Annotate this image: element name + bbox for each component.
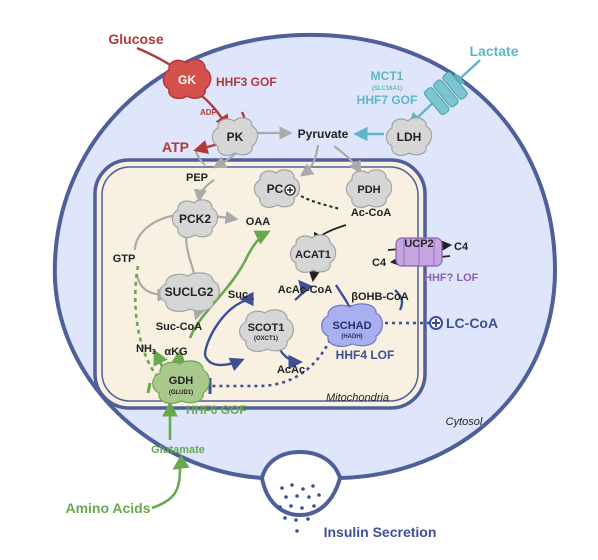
gdh-inhibit-bar — [146, 382, 152, 394]
enzyme-pdh — [345, 169, 393, 208]
label-accoa: Ac-CoA — [351, 207, 391, 219]
secretion-pore — [260, 477, 342, 518]
label-hhf4: HHF4 LOF — [336, 348, 395, 362]
label-glucose: Glucose — [108, 31, 163, 47]
pc-plus-icon — [284, 184, 296, 196]
label-gk: GK — [178, 73, 196, 87]
label-slc16a1: (SLC16A1) — [372, 86, 402, 92]
label-pyruvate: Pyruvate — [298, 127, 349, 141]
label-suclg2: SUCLG2 — [165, 285, 214, 299]
label-c4-right: C4 — [454, 241, 469, 253]
enzyme-ldh — [385, 117, 433, 156]
label-akg: αKG — [164, 346, 187, 358]
label-pk: PK — [227, 130, 244, 144]
label-pck2: PCK2 — [179, 212, 211, 226]
label-insulin-secretion: Insulin Secretion — [324, 524, 437, 540]
green-pathways — [151, 230, 271, 510]
label-gdh: GDH — [169, 375, 194, 387]
label-atp: ATP — [162, 139, 189, 155]
label-nh3-subscript: 3 — [152, 349, 156, 356]
ucp2-transporter — [395, 237, 443, 267]
label-amino-acids: Amino Acids — [65, 500, 150, 516]
label-pep: PEP — [186, 172, 208, 184]
gtp-dotted — [133, 265, 163, 383]
label-lccoa: LC-CoA — [446, 315, 498, 331]
label-mct1: MCT1 — [371, 69, 404, 83]
label-bohbcoa: βOHB-CoA — [351, 291, 408, 303]
enzyme-scot1 — [239, 309, 294, 352]
label-hhf3: HHF3 GOF — [216, 75, 277, 89]
label-acat1: ACAT1 — [295, 249, 331, 261]
lccoa-plus-icon — [429, 316, 443, 330]
label-oxct1: (OXCT1) — [254, 336, 278, 342]
label-hadh: (HADH) — [341, 334, 362, 340]
enzyme-acat1 — [289, 234, 337, 273]
label-schad: SCHAD — [332, 320, 371, 332]
label-suc: Suc — [228, 289, 248, 301]
label-hhf7: HHF7 GOF — [357, 93, 418, 107]
label-ldh: LDH — [397, 130, 422, 144]
label-ucp2: UCP2 — [404, 238, 433, 250]
label-cytosol: Cytosol — [446, 416, 483, 428]
label-c4-left: C4 — [372, 257, 387, 269]
enzyme-pck2 — [171, 199, 219, 238]
mitochondrion-inner — [101, 166, 419, 402]
label-pdh: PDH — [357, 184, 380, 196]
label-hhf-lof: HHF? LOF — [424, 272, 479, 284]
label-hhf6: HHF6 GOF — [186, 403, 247, 417]
pc-dotted — [295, 192, 341, 210]
enzyme-pk — [211, 117, 259, 156]
label-nh3: NH3 — [136, 343, 156, 356]
label-glutamate: Glutamate — [151, 444, 205, 456]
enzyme-gk — [162, 58, 212, 100]
label-oaa: OAA — [246, 216, 271, 228]
label-gtp: GTP — [113, 253, 136, 265]
label-succoa: Suc-CoA — [156, 321, 203, 333]
insulin-granules — [278, 483, 321, 533]
label-scot1: SCOT1 — [248, 322, 285, 334]
label-acaccoa: AcAc-CoA — [278, 284, 332, 296]
enzyme-pc — [253, 169, 301, 208]
label-pc: PC — [267, 182, 284, 196]
label-glud1: (GLUD1) — [169, 390, 193, 396]
enzyme-suclg2 — [159, 272, 220, 312]
label-adp: ADP — [200, 108, 218, 117]
enzyme-gdh — [152, 360, 210, 404]
label-acac: AcAc — [277, 364, 305, 376]
mct1-transporter — [423, 71, 468, 116]
schad-inhibit-dotted — [212, 339, 332, 388]
enzyme-schad — [321, 303, 383, 347]
label-lactate: Lactate — [469, 43, 518, 59]
label-mitochondria: Mitochondria — [326, 392, 389, 404]
